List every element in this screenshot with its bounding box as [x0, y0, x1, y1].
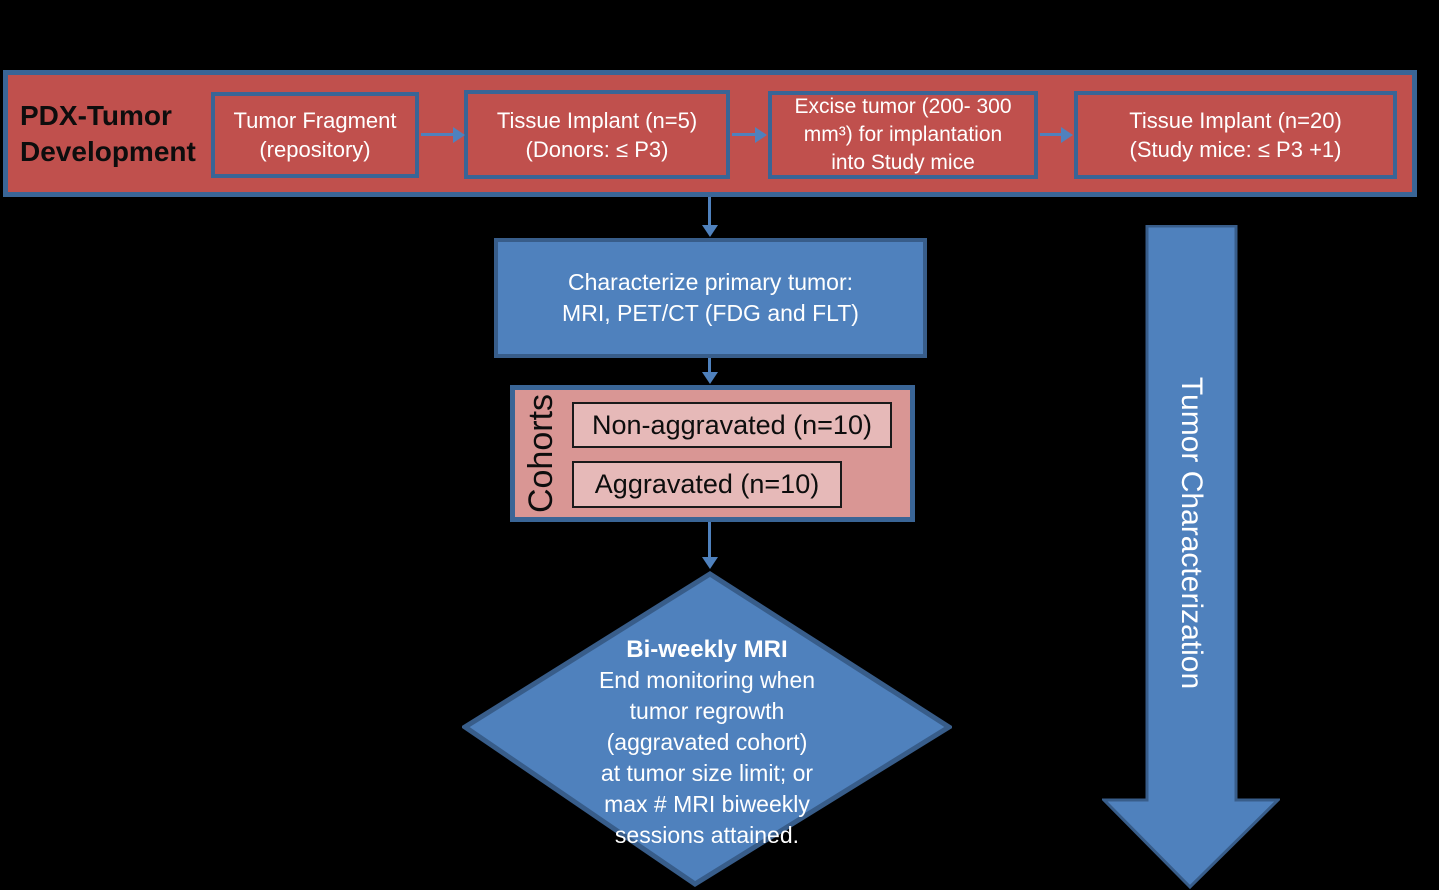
characterize-primary-tumor-box: Characterize primary tumor: MRI, PET/CT … [494, 238, 927, 358]
cohorts-label: Cohorts [522, 393, 561, 514]
cohorts-label-rotated: Cohorts [510, 385, 574, 522]
diamond-body: End monitoring when tumor regrowth (aggr… [598, 666, 816, 848]
decision-diamond: Bi-weekly MRI End monitoring when tumor … [462, 571, 952, 887]
arrow-implant-to-excise [732, 133, 756, 136]
big-down-arrow-shape [1102, 225, 1280, 889]
arrow-fragment-to-implant [421, 133, 454, 136]
diamond-shape [462, 571, 952, 887]
tumor-characterization-arrow [1102, 225, 1280, 889]
step-excise-tumor: Excise tumor (200- 300 mm³) for implanta… [768, 91, 1038, 179]
diamond-text-block: Bi-weekly MRI End monitoring when tumor … [462, 571, 952, 887]
arrow-cohorts-to-decision [708, 522, 711, 558]
cohort-non-aggravated: Non-aggravated (n=10) [572, 402, 892, 448]
step-tissue-implant-donors: Tissue Implant (n=5) (Donors: ≤ P3) [464, 90, 730, 179]
cohort-aggravated: Aggravated (n=10) [572, 461, 842, 508]
big-down-arrow-polygon [1102, 225, 1280, 889]
arrow-characterize-to-cohorts [708, 358, 711, 373]
step-tissue-implant-study: Tissue Implant (n=20) (Study mice: ≤ P3 … [1074, 91, 1397, 179]
arrow-banner-to-characterize [708, 197, 711, 226]
step-tumor-fragment: Tumor Fragment (repository) [211, 92, 419, 178]
tumor-characterization-label: Tumor Characterization [1175, 376, 1208, 689]
arrow-excise-to-study-implant [1040, 133, 1062, 136]
tumor-characterization-label-rotated: Tumor Characterization [1102, 245, 1280, 820]
diamond-title: Bi-weekly MRI [626, 635, 788, 663]
diamond-polygon [462, 571, 952, 887]
banner-title: PDX-Tumor Development [20, 100, 196, 167]
